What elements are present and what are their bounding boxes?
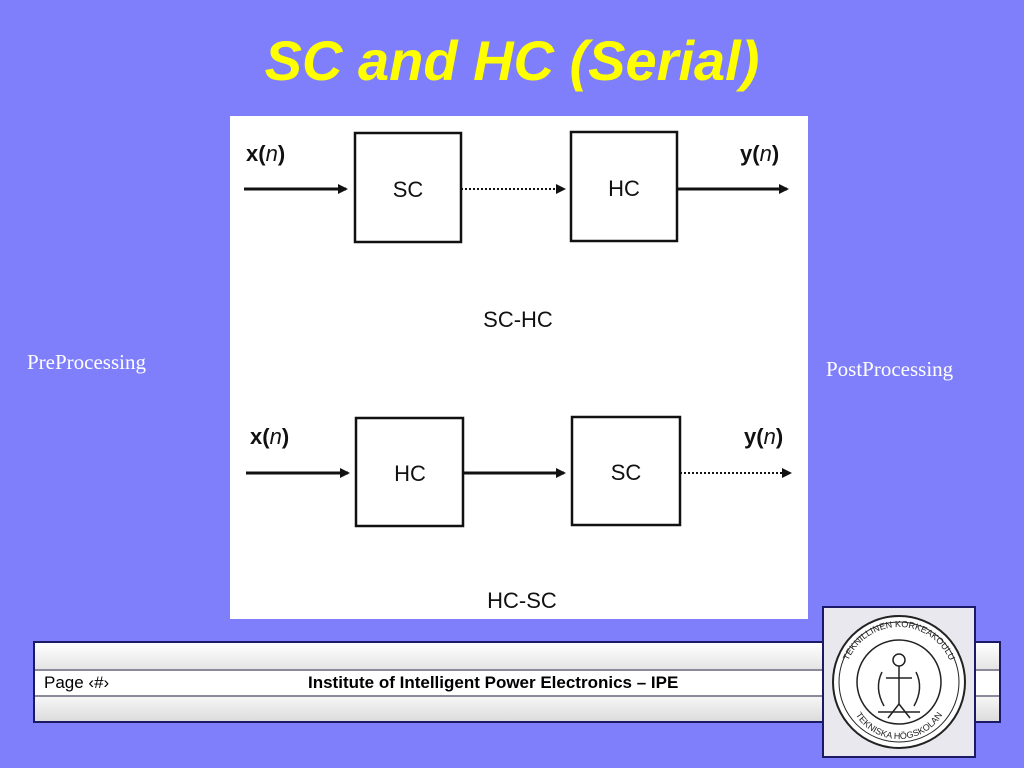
top-caption: SC-HC (483, 307, 553, 332)
top-block-2-label: HC (608, 176, 640, 201)
top-block-2 (569, 130, 679, 243)
preprocessing-label: PreProcessing (27, 350, 146, 374)
top-block-1-label: SC (393, 177, 424, 202)
bottom-block-2-label: SC (611, 460, 642, 485)
top-input-label: x(n) (246, 141, 285, 166)
university-seal: TEKNILLINEN KORKEAKOULU TEKNISKA HÖGSKOL… (822, 606, 976, 758)
top-output-label: y(n) (740, 141, 779, 166)
institute-name: Institute of Intelligent Power Electroni… (308, 673, 679, 692)
hc-sc-diagram: x(n) HC SC y(n) HC-SC (246, 415, 792, 613)
seal-figure (877, 653, 921, 719)
page-number-label: Page ‹#› (44, 673, 110, 692)
bottom-block-1 (354, 416, 465, 528)
postprocessing-label: PostProcessing (826, 357, 954, 381)
slide-title: SC and HC (Serial) (264, 29, 760, 92)
top-block-1 (353, 131, 463, 244)
bottom-output-label: y(n) (744, 424, 783, 449)
bottom-block-1-label: HC (394, 461, 426, 486)
bottom-block-2 (570, 415, 682, 527)
seal-icon: TEKNILLINEN KORKEAKOULU TEKNISKA HÖGSKOL… (832, 615, 966, 749)
bottom-input-label: x(n) (250, 424, 289, 449)
block-diagram: x(n) SC HC y(n) SC-HC x(n) HC SC y(n) HC… (230, 116, 808, 619)
sc-hc-diagram: x(n) SC HC y(n) SC-HC (244, 130, 789, 332)
bottom-caption: HC-SC (487, 588, 557, 613)
block-diagram-svg: x(n) SC HC y(n) SC-HC x(n) HC SC y(n) HC… (244, 130, 792, 613)
